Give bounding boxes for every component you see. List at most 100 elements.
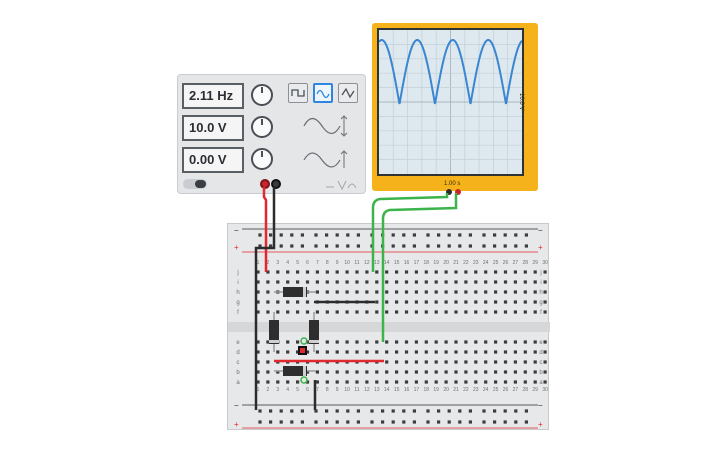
svg-text:+: + — [234, 243, 239, 252]
offset-knob[interactable] — [251, 148, 273, 170]
svg-text:a: a — [236, 380, 240, 386]
svg-text:29: 29 — [532, 260, 538, 266]
svg-text:27: 27 — [513, 260, 519, 266]
scope-probe-negative[interactable] — [446, 189, 452, 195]
frequency-display: 2.11 Hz — [182, 83, 244, 109]
svg-text:19: 19 — [433, 260, 439, 266]
svg-text:5: 5 — [296, 387, 299, 393]
svg-text:7: 7 — [316, 260, 319, 266]
svg-text:e: e — [236, 340, 240, 346]
negative-terminal[interactable] — [271, 179, 281, 189]
svg-text:25: 25 — [493, 260, 499, 266]
svg-text:−: − — [538, 226, 543, 235]
svg-text:11: 11 — [354, 387, 359, 393]
function-generator: 2.11 Hz 10.0 V 0.00 V — [177, 74, 366, 194]
svg-text:i: i — [540, 280, 541, 286]
svg-text:21: 21 — [453, 260, 459, 266]
svg-text:15: 15 — [394, 387, 400, 393]
amplitude-display: 10.0 V — [182, 115, 244, 141]
scope-probe-positive[interactable] — [455, 189, 461, 195]
svg-text:13: 13 — [374, 260, 380, 266]
svg-text:22: 22 — [463, 260, 469, 266]
svg-text:13: 13 — [374, 387, 380, 393]
svg-text:12: 12 — [364, 260, 370, 266]
svg-text:6: 6 — [306, 387, 309, 393]
offset-display: 0.00 V — [182, 147, 244, 173]
time-per-division-label: 1.00 s — [444, 181, 461, 187]
svg-text:19: 19 — [433, 387, 439, 393]
svg-text:28: 28 — [523, 260, 529, 266]
sine-wave-button[interactable] — [313, 83, 333, 103]
power-toggle[interactable] — [183, 179, 207, 189]
svg-text:17: 17 — [414, 260, 420, 266]
svg-text:18: 18 — [424, 387, 430, 393]
svg-text:5: 5 — [296, 260, 299, 266]
svg-text:c: c — [540, 360, 543, 366]
svg-text:j: j — [236, 270, 238, 276]
volts-per-division-label: 10.0 V — [518, 93, 524, 111]
svg-text:1: 1 — [257, 387, 260, 393]
svg-text:27: 27 — [513, 387, 519, 393]
svg-text:−: − — [234, 226, 239, 235]
svg-text:14: 14 — [384, 260, 390, 266]
svg-text:h: h — [236, 290, 239, 296]
svg-text:16: 16 — [404, 387, 410, 393]
frequency-knob[interactable] — [251, 84, 273, 106]
oscilloscope-screen — [377, 28, 524, 176]
brand-logo-icon — [326, 180, 357, 191]
svg-text:1: 1 — [257, 260, 260, 266]
svg-text:+: + — [234, 420, 239, 429]
oscilloscope: 1.00 s 10.0 V — [372, 23, 538, 195]
svg-text:23: 23 — [473, 387, 479, 393]
svg-text:28: 28 — [523, 387, 529, 393]
svg-text:11: 11 — [354, 260, 359, 266]
svg-text:c: c — [237, 360, 240, 366]
svg-text:g: g — [539, 300, 542, 306]
svg-text:18: 18 — [424, 260, 430, 266]
svg-text:8: 8 — [326, 260, 329, 266]
svg-text:−: − — [538, 401, 543, 410]
triangle-wave-button[interactable] — [338, 83, 358, 103]
square-wave-button[interactable] — [288, 83, 308, 103]
amplitude-indicator-icon — [303, 115, 348, 137]
svg-text:+: + — [538, 420, 543, 429]
svg-text:6: 6 — [306, 260, 309, 266]
amplitude-knob[interactable] — [251, 116, 273, 138]
svg-text:15: 15 — [394, 260, 400, 266]
svg-text:26: 26 — [503, 387, 509, 393]
svg-text:−: − — [234, 401, 239, 410]
svg-text:10: 10 — [344, 260, 350, 266]
svg-text:2: 2 — [267, 260, 270, 266]
svg-text:b: b — [236, 370, 240, 376]
svg-text:j: j — [539, 270, 541, 276]
svg-text:b: b — [539, 370, 543, 376]
svg-text:f: f — [237, 310, 239, 316]
positive-terminal[interactable] — [260, 179, 270, 189]
svg-text:22: 22 — [463, 387, 469, 393]
svg-text:23: 23 — [473, 260, 479, 266]
svg-text:f: f — [540, 310, 542, 316]
svg-text:d: d — [236, 350, 239, 356]
svg-text:10: 10 — [344, 387, 350, 393]
breadboard-grid: −+−+−+−+11223344556677889910101111121213… — [228, 226, 550, 429]
waveform-trace — [378, 39, 523, 105]
triangle-wave-icon — [341, 87, 355, 99]
sine-wave-icon — [316, 89, 330, 99]
svg-text:24: 24 — [483, 387, 489, 393]
offset-indicator-icon — [303, 150, 348, 168]
svg-text:9: 9 — [336, 260, 339, 266]
svg-text:2: 2 — [267, 387, 270, 393]
svg-text:4: 4 — [286, 260, 289, 266]
svg-text:a: a — [539, 380, 543, 386]
svg-text:h: h — [539, 290, 542, 296]
svg-text:20: 20 — [443, 260, 449, 266]
svg-text:g: g — [236, 300, 239, 306]
svg-text:21: 21 — [453, 387, 459, 393]
svg-text:4: 4 — [286, 387, 289, 393]
oscilloscope-trace — [378, 30, 523, 174]
svg-text:3: 3 — [276, 260, 279, 266]
svg-text:i: i — [237, 280, 238, 286]
svg-text:d: d — [539, 350, 542, 356]
svg-text:25: 25 — [493, 387, 499, 393]
